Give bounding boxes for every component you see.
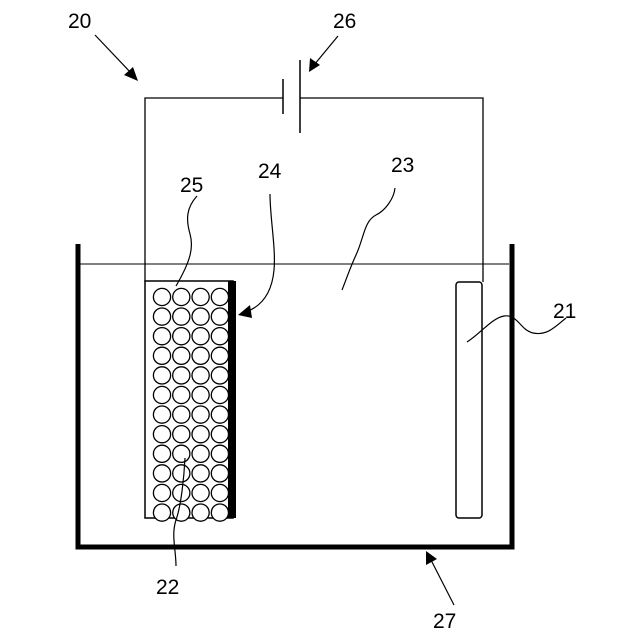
particle xyxy=(192,347,209,364)
arrowhead-27 xyxy=(426,551,437,565)
particle xyxy=(153,367,170,384)
particle xyxy=(153,288,170,305)
leader-23 xyxy=(342,188,395,290)
label-21: 21 xyxy=(553,300,576,323)
particle xyxy=(153,504,170,521)
particle xyxy=(211,484,228,501)
particle xyxy=(153,406,170,423)
particle xyxy=(173,288,190,305)
leader-27 xyxy=(431,560,454,605)
particle xyxy=(192,504,209,521)
particle xyxy=(211,328,228,345)
particle xyxy=(153,445,170,462)
counter-electrode xyxy=(456,282,482,518)
label-20: 20 xyxy=(68,10,91,33)
label-25: 25 xyxy=(180,174,203,197)
container-vessel xyxy=(78,244,512,547)
particle xyxy=(173,386,190,403)
leader-26 xyxy=(314,36,338,65)
particle xyxy=(211,367,228,384)
working-electrode xyxy=(145,281,236,521)
particle xyxy=(173,504,190,521)
leader-20 xyxy=(95,35,132,74)
particle xyxy=(173,445,190,462)
particle xyxy=(192,406,209,423)
leader-25 xyxy=(176,196,197,286)
particle xyxy=(192,328,209,345)
particle xyxy=(211,406,228,423)
label-27: 27 xyxy=(433,610,456,633)
particle xyxy=(153,347,170,364)
power-source-battery xyxy=(283,60,300,133)
particle xyxy=(153,484,170,501)
particle xyxy=(192,484,209,501)
particle xyxy=(173,328,190,345)
particle xyxy=(192,465,209,482)
particle xyxy=(192,426,209,443)
particle xyxy=(153,386,170,403)
particle xyxy=(173,347,190,364)
particle xyxy=(192,445,209,462)
backing-plate xyxy=(228,281,236,518)
particle xyxy=(153,465,170,482)
particle xyxy=(192,288,209,305)
particle xyxy=(173,406,190,423)
label-24: 24 xyxy=(258,160,282,183)
particle xyxy=(211,445,228,462)
label-23: 23 xyxy=(391,154,414,177)
arrowhead-20 xyxy=(124,67,138,81)
particle xyxy=(173,308,190,325)
particle xyxy=(211,465,228,482)
leader-24 xyxy=(246,194,274,312)
label-26: 26 xyxy=(333,10,356,33)
particle xyxy=(173,465,190,482)
particle xyxy=(192,308,209,325)
particle xyxy=(211,386,228,403)
particle xyxy=(211,426,228,443)
particle xyxy=(211,288,228,305)
particle xyxy=(153,328,170,345)
arrowhead-24 xyxy=(238,305,252,318)
particle xyxy=(153,426,170,443)
particle xyxy=(211,504,228,521)
label-22: 22 xyxy=(156,576,179,599)
particle xyxy=(211,308,228,325)
particle xyxy=(153,308,170,325)
particle xyxy=(173,367,190,384)
particle xyxy=(192,367,209,384)
particle xyxy=(173,426,190,443)
particle xyxy=(192,386,209,403)
particle xyxy=(211,347,228,364)
